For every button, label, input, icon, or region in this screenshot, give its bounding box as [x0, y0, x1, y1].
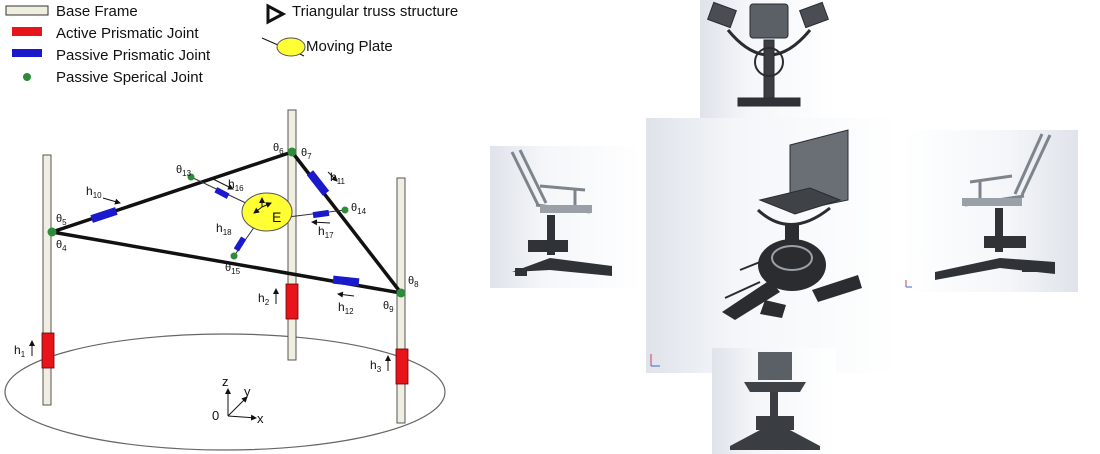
- cad-side-view-right: [902, 130, 1078, 292]
- svg-text:θ7: θ7: [301, 147, 312, 161]
- passive-joint-h11: [306, 170, 330, 196]
- passive-prismatic-swatch: [12, 49, 42, 57]
- legend-truss: Triangular truss structure: [292, 3, 458, 20]
- moving-plate: [241, 192, 293, 232]
- axis-triad-icon-right: [905, 280, 912, 288]
- passive-joint-h16: [214, 187, 230, 199]
- legend-passive-spherical: Passive Sperical Joint: [56, 69, 204, 86]
- active-prismatic-swatch: [12, 27, 42, 36]
- svg-text:θ8: θ8: [408, 275, 419, 289]
- spherical-joint-14: [341, 206, 349, 214]
- legend-base-frame: Base Frame: [56, 3, 138, 20]
- displacement-labels: h1 h2 h3 h10 h11 h12 h16 h17 h18: [14, 170, 391, 374]
- svg-text:θ15: θ15: [225, 262, 241, 276]
- spherical-joint-13: [187, 173, 195, 181]
- svg-text:θ13: θ13: [176, 164, 192, 178]
- svg-text:θ5: θ5: [56, 213, 67, 227]
- active-joint-3: [395, 348, 409, 385]
- svg-text:θ4: θ4: [56, 239, 67, 253]
- spherical-joint-4-5: [47, 227, 57, 237]
- cad-top-view: [700, 0, 836, 120]
- legend-moving-plate: Moving Plate: [306, 38, 393, 55]
- theta-labels: θ5 θ4 θ13 θ6 θ7 θ14 θ15 θ8 θ9: [56, 142, 419, 314]
- spherical-joint-6-7: [287, 147, 297, 157]
- svg-text:θ14: θ14: [351, 202, 367, 216]
- passive-joint-h17: [312, 209, 330, 219]
- cad-front-view: [712, 348, 836, 454]
- active-joint-2: [285, 283, 299, 320]
- spherical-joint-15: [230, 252, 238, 260]
- mechanism-diagram: E θ5 θ4 θ13 θ6 θ7 θ14 θ15 θ8 θ9 h1 h2 h3: [4, 109, 446, 451]
- svg-text:h16: h16: [228, 177, 244, 193]
- svg-text:h1: h1: [14, 343, 26, 359]
- plate-frame-icon: [253, 197, 272, 214]
- svg-text:h2: h2: [258, 291, 270, 307]
- pillar-1: [42, 154, 52, 406]
- axis-y-label: y: [244, 384, 251, 399]
- passive-joint-h10: [90, 207, 118, 223]
- truss-triangle-icon: [266, 3, 287, 25]
- cad-isometric-view: [646, 118, 900, 373]
- svg-text:θ6: θ6: [273, 142, 284, 156]
- cad-side-view-left: [490, 146, 642, 288]
- axis-origin-label: 0: [212, 408, 219, 423]
- triangular-truss: [50, 150, 403, 295]
- coordinate-axes: [225, 388, 257, 421]
- axis-z-label: z: [222, 374, 229, 389]
- active-joint-1: [41, 332, 55, 369]
- legend: Base Frame Active Prismatic Joint Passiv…: [5, 3, 458, 86]
- pillar-3: [396, 177, 406, 424]
- svg-text:θ9: θ9: [383, 300, 394, 314]
- axis-triad-icon: [650, 354, 660, 367]
- spherical-joint-swatch: [23, 73, 31, 81]
- legend-passive-prismatic: Passive Prismatic Joint: [56, 47, 211, 64]
- base-ellipse: [4, 333, 446, 451]
- svg-text:h3: h3: [370, 358, 382, 374]
- axis-x-label: x: [257, 411, 264, 426]
- svg-text:h10: h10: [86, 184, 102, 200]
- passive-joint-h12: [332, 275, 360, 287]
- svg-text:h17: h17: [318, 224, 334, 240]
- plate-label: E: [272, 209, 281, 225]
- passive-joint-h18: [233, 236, 247, 252]
- pillar-2: [287, 109, 297, 361]
- base-frame-swatch: [5, 5, 49, 16]
- svg-text:h18: h18: [216, 221, 232, 237]
- spherical-joint-8-9: [396, 288, 406, 298]
- svg-text:h11: h11: [330, 170, 346, 186]
- svg-text:h12: h12: [338, 300, 354, 316]
- moving-plate-icon: [276, 37, 306, 57]
- legend-active-prismatic: Active Prismatic Joint: [56, 25, 199, 42]
